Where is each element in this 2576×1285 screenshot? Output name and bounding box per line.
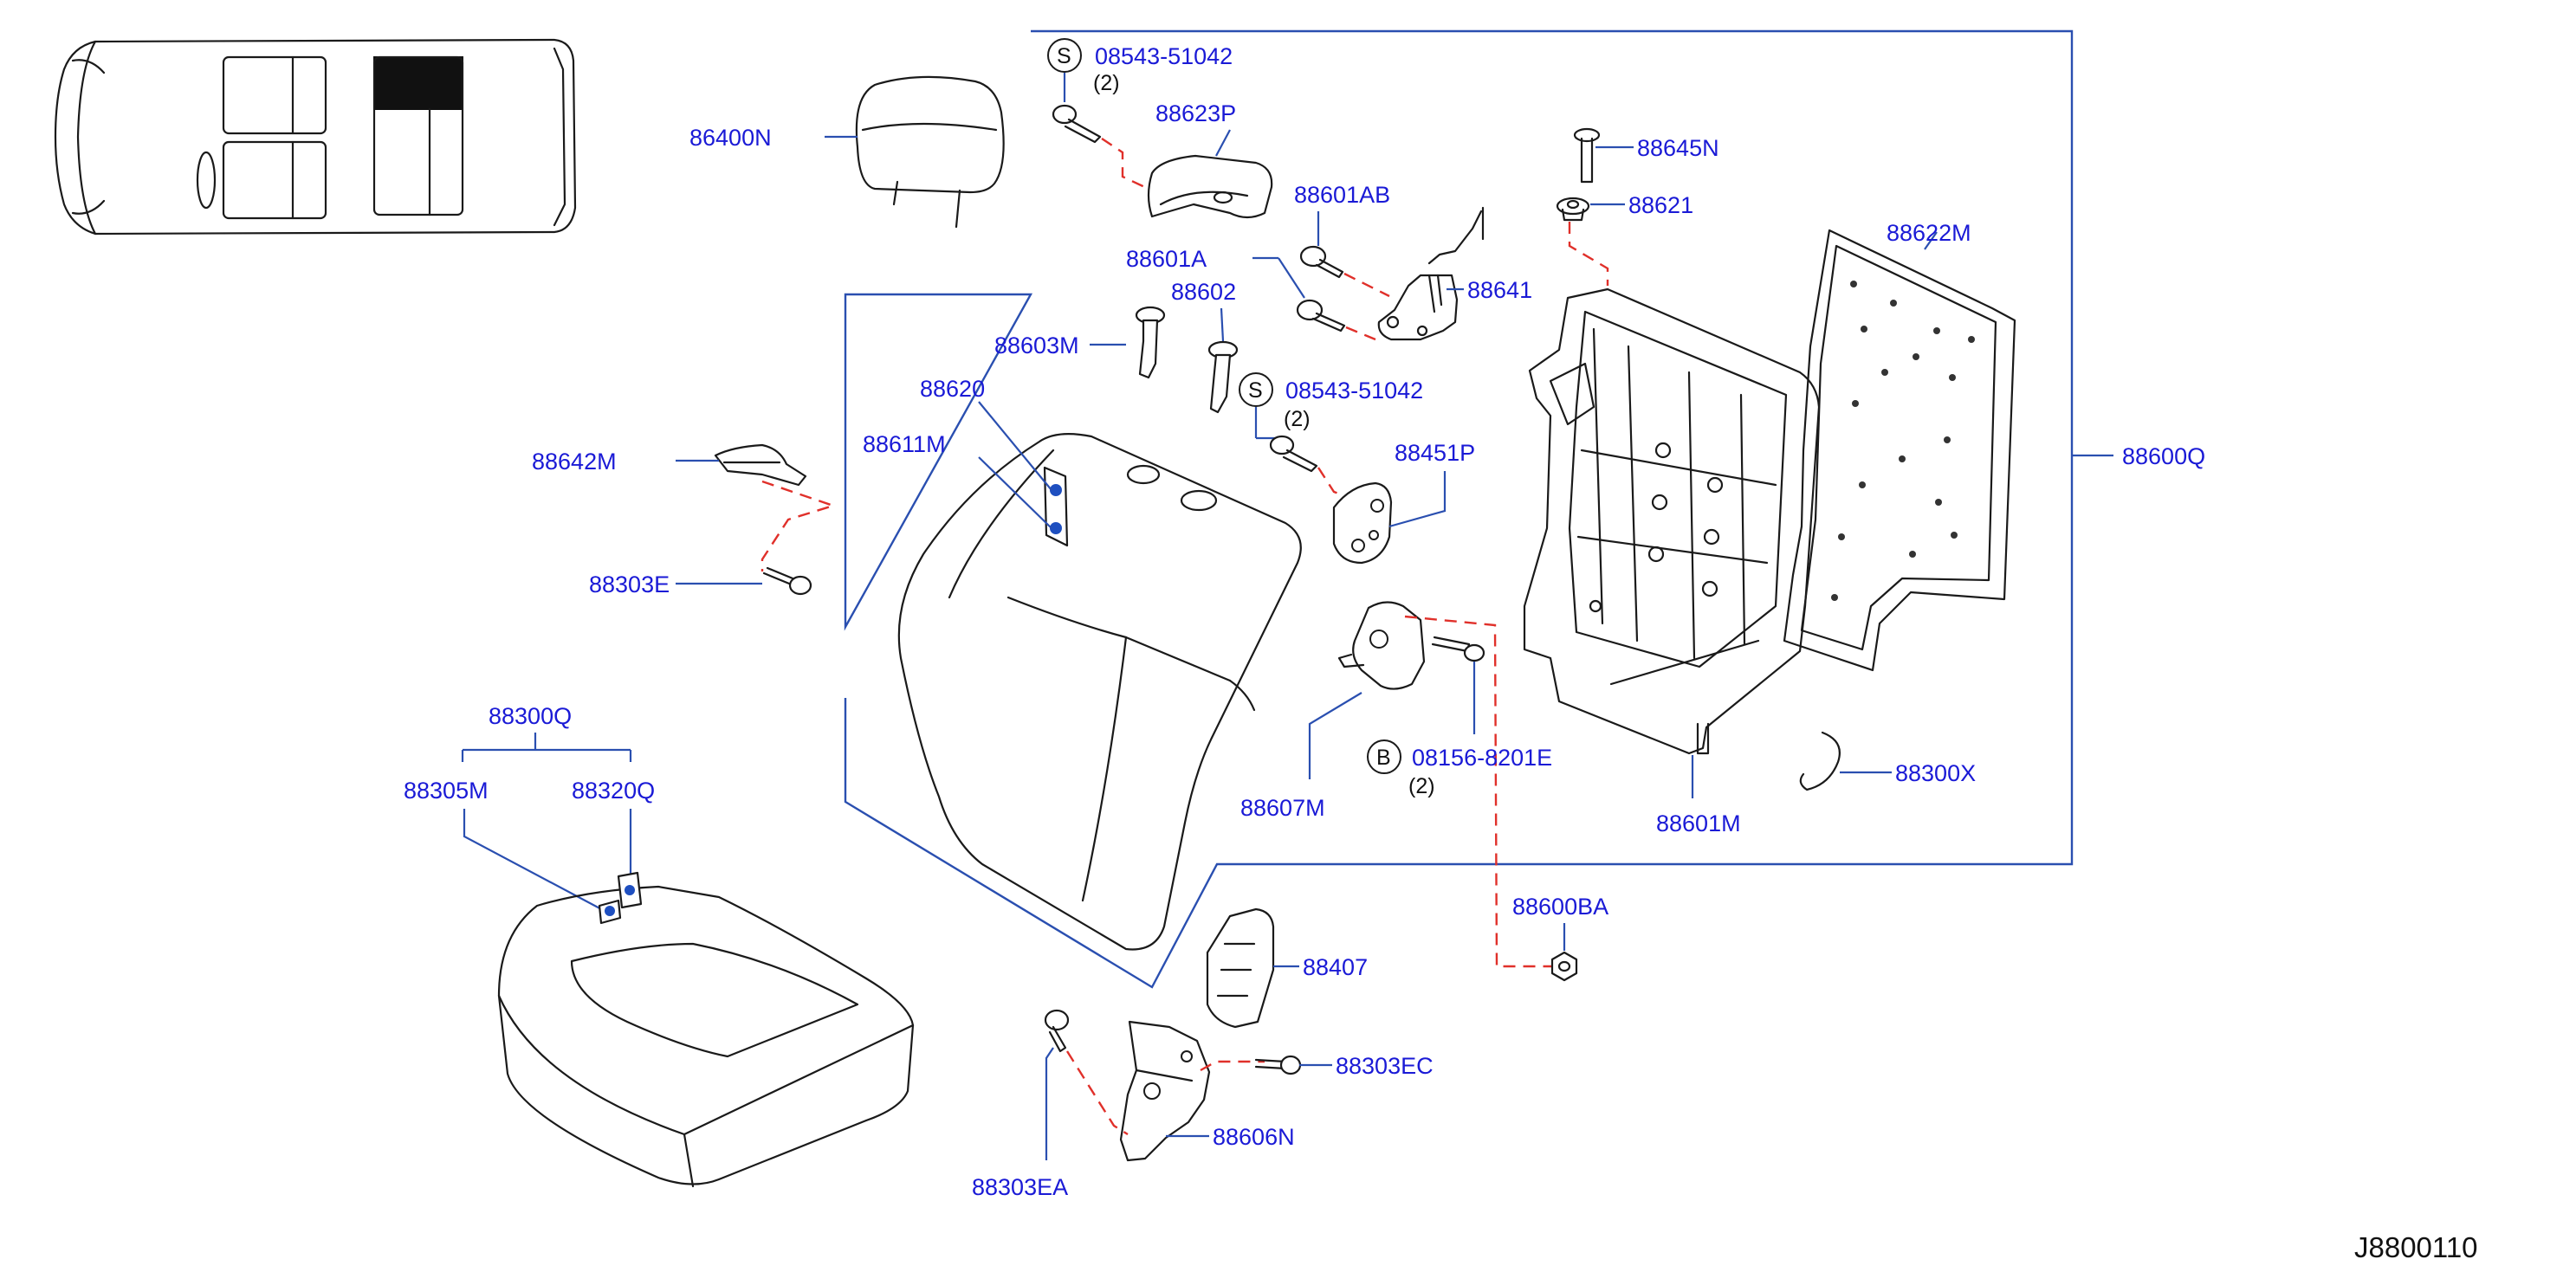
label-88603M[interactable]: 88603M: [994, 333, 1079, 358]
marker-dot: [625, 885, 635, 895]
bolt-88303E-part[interactable]: [762, 566, 812, 596]
label-88305M[interactable]: 88305M: [404, 778, 489, 804]
bracket-88606N-part[interactable]: [1119, 1020, 1211, 1162]
tag-88305M-part[interactable]: [598, 899, 622, 925]
label-88303EC[interactable]: 88303EC: [1336, 1053, 1434, 1079]
back-board-88622M-part[interactable]: [1783, 229, 2016, 672]
assembly-frame-outline: [844, 29, 2074, 989]
tag-88620-part[interactable]: [1043, 466, 1069, 547]
s-symbol-top: S: [1057, 44, 1071, 68]
cover-88642M-part[interactable]: [714, 443, 807, 487]
label-08156-8201E[interactable]: 08156-8201E: [1412, 745, 1552, 771]
bushing-88621-part[interactable]: [1556, 197, 1590, 222]
label-88601M[interactable]: 88601M: [1656, 810, 1741, 836]
headrest-part[interactable]: [855, 75, 1005, 229]
label-88451P[interactable]: 88451P: [1395, 440, 1475, 466]
label-88606N[interactable]: 88606N: [1213, 1124, 1295, 1150]
bracket-88451P-part[interactable]: [1332, 481, 1393, 565]
b-symbol-icon: [1367, 739, 1401, 774]
marker-dot: [1050, 484, 1062, 496]
guide-88603M-part[interactable]: [1135, 306, 1166, 379]
label-88645N[interactable]: 88645N: [1637, 135, 1719, 161]
label-08543-51042-mid[interactable]: 08543-51042: [1285, 378, 1423, 404]
label-08543-51042-top[interactable]: 08543-51042: [1095, 43, 1233, 69]
clip-88300X-part[interactable]: [1799, 731, 1841, 791]
label-88611M[interactable]: 88611M: [863, 431, 946, 457]
screw-mid-part[interactable]: [1269, 435, 1318, 473]
bolt-88601A-part[interactable]: [1296, 299, 1346, 333]
latch-88641-part[interactable]: [1377, 206, 1485, 341]
hinge-88607M-part[interactable]: [1337, 601, 1426, 690]
qty-08156-8201E: (2): [1408, 774, 1435, 798]
label-88607M[interactable]: 88607M: [1240, 795, 1325, 821]
label-88601AB[interactable]: 88601AB: [1294, 182, 1390, 208]
nut-88600BA-part[interactable]: [1550, 951, 1578, 982]
qty-08543-51042-top: (2): [1093, 71, 1120, 95]
diagram-code: J8800110: [2354, 1231, 2478, 1263]
label-88601A[interactable]: 88601A: [1126, 246, 1207, 272]
label-88300Q[interactable]: 88300Q: [489, 703, 572, 729]
label-88621[interactable]: 88621: [1628, 192, 1693, 218]
pin-88645N-part[interactable]: [1573, 127, 1601, 184]
marker-dot: [605, 906, 615, 916]
cover-88407-part[interactable]: [1206, 907, 1275, 1029]
label-88600BA[interactable]: 88600BA: [1512, 894, 1608, 920]
vehicle-locator-icon: [54, 38, 577, 236]
seat-cushion-part[interactable]: [497, 885, 915, 1188]
label-88407[interactable]: 88407: [1303, 954, 1368, 980]
b-symbol: B: [1376, 746, 1391, 770]
label-88622M[interactable]: 88622M: [1887, 220, 1971, 246]
s-symbol-icon: [1047, 38, 1082, 73]
label-88642M[interactable]: 88642M: [532, 449, 617, 475]
label-88303EA[interactable]: 88303EA: [972, 1174, 1068, 1200]
marker-dot: [1050, 522, 1062, 534]
label-88600Q[interactable]: 88600Q: [2122, 443, 2205, 469]
label-88620[interactable]: 88620: [920, 376, 985, 402]
trim-cover-88623P-part[interactable]: [1147, 154, 1273, 219]
s-symbol-mid-icon: [1239, 372, 1273, 407]
bolt-08156-8201E-part[interactable]: [1431, 636, 1485, 662]
seatback-frame-88601M-part[interactable]: [1523, 287, 1821, 755]
seatback-cushion-part[interactable]: [897, 432, 1302, 951]
label-88602[interactable]: 88602: [1171, 279, 1236, 305]
label-88623P[interactable]: 88623P: [1155, 100, 1236, 126]
label-88641[interactable]: 88641: [1467, 277, 1532, 303]
label-88300X[interactable]: 88300X: [1895, 760, 1976, 786]
s-symbol-mid: S: [1248, 378, 1263, 403]
bolt-88601AB-part[interactable]: [1299, 245, 1344, 279]
label-88320Q[interactable]: 88320Q: [572, 778, 655, 804]
label-86400N[interactable]: 86400N: [689, 125, 772, 151]
bolt-88303EC-part[interactable]: [1254, 1055, 1302, 1075]
label-88303E[interactable]: 88303E: [589, 571, 670, 597]
bolt-88303EA-part[interactable]: [1044, 1009, 1070, 1053]
qty-08543-51042-mid: (2): [1284, 407, 1311, 431]
tag-88320Q-part[interactable]: [617, 871, 643, 909]
guide-88602-part[interactable]: [1207, 340, 1239, 414]
screw-part[interactable]: [1052, 104, 1102, 144]
